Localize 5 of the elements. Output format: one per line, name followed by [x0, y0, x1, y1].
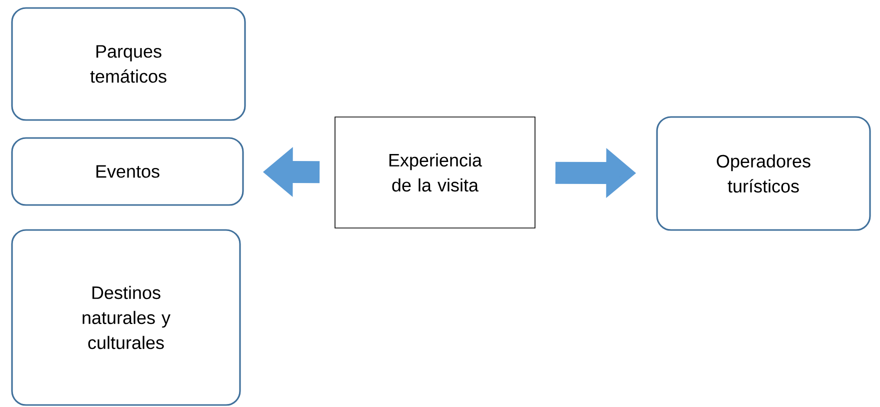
rounded-box: Destinos naturales y culturales [11, 229, 241, 406]
rounded-box: Parques temáticos [11, 7, 246, 121]
rounded-box: Eventos [11, 137, 244, 206]
text-box: Experiencia de la visita [334, 116, 536, 228]
rounded-box: Operadores turísticos [656, 116, 871, 231]
